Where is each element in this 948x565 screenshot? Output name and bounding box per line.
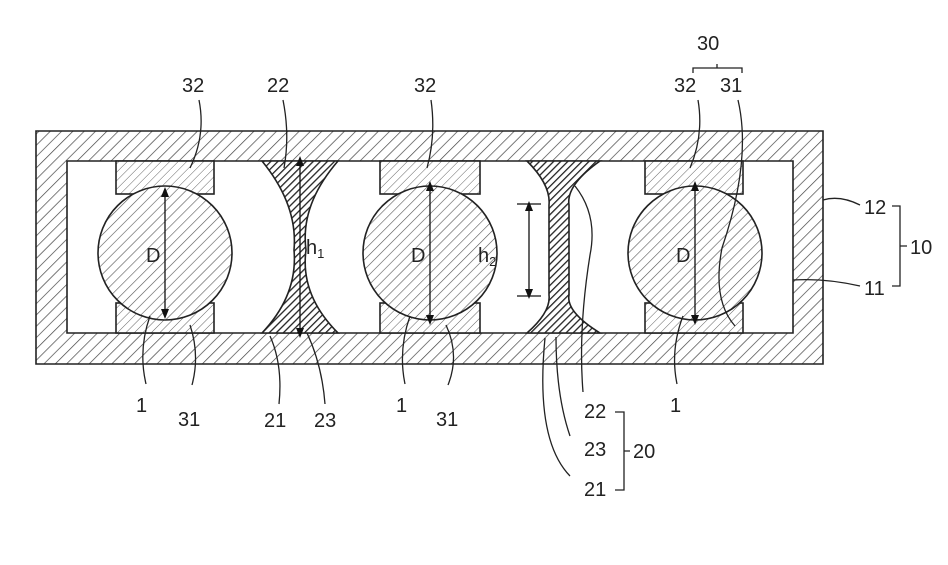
leader-12 — [823, 198, 860, 205]
label-21-left: 21 — [264, 410, 286, 432]
label-22-right: 22 — [584, 401, 606, 423]
label-20: 20 — [633, 441, 655, 463]
label-23-left: 23 — [314, 410, 336, 432]
label-32-left: 32 — [182, 75, 204, 97]
label-D-left: D — [146, 245, 160, 267]
label-31-left: 31 — [178, 409, 200, 431]
bracket-30 — [693, 64, 742, 73]
label-32-right: 32 — [674, 75, 696, 97]
label-1-left: 1 — [136, 395, 147, 417]
bracket-10 — [892, 206, 907, 286]
label-1-right: 1 — [670, 395, 681, 417]
label-D-middle: D — [411, 245, 425, 267]
label-30: 30 — [697, 33, 719, 55]
spacer-right — [527, 161, 600, 333]
label-31-right: 31 — [720, 75, 742, 97]
dimension-lines — [165, 161, 695, 333]
label-31-middle: 31 — [436, 409, 458, 431]
label-11: 11 — [864, 278, 885, 300]
label-21-right: 21 — [584, 479, 606, 501]
label-1-middle: 1 — [396, 395, 407, 417]
bracket-20 — [615, 412, 630, 490]
label-32-middle: 32 — [414, 75, 436, 97]
label-22-left: 22 — [267, 75, 289, 97]
label-23-right: 23 — [584, 439, 606, 461]
label-10: 10 — [910, 237, 932, 259]
label-D-right: D — [676, 245, 690, 267]
label-h1: h1 — [306, 237, 324, 261]
label-12: 12 — [864, 197, 886, 219]
